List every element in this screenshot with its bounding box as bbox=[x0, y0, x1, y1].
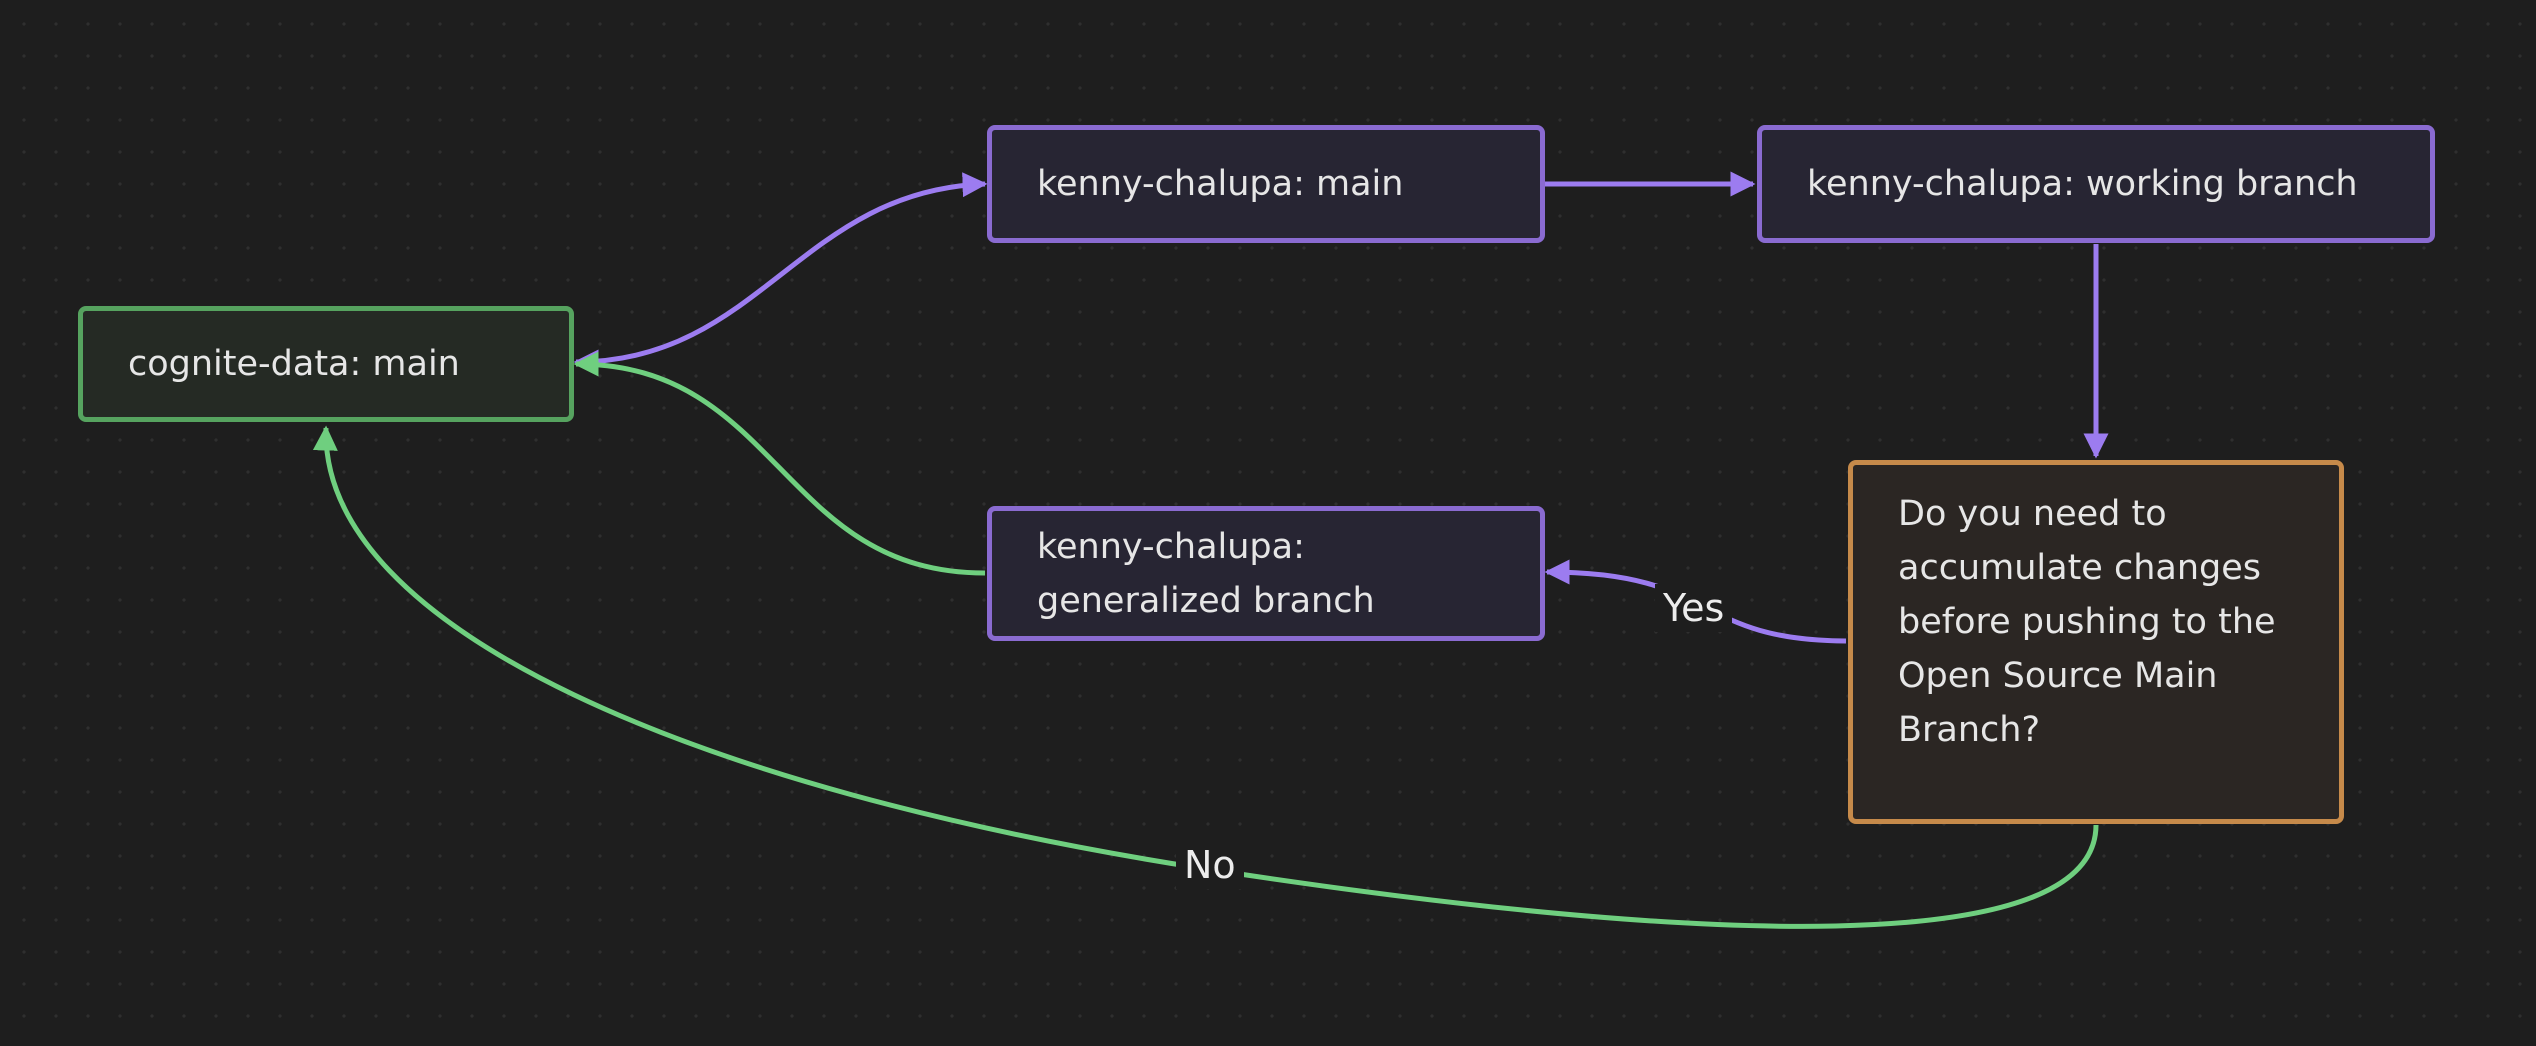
node-kenny-chalupa-working-branch[interactable]: kenny-chalupa: working branch bbox=[1757, 125, 2435, 243]
node-kenny-chalupa-working-branch-label: kenny-chalupa: working branch bbox=[1807, 164, 2358, 204]
edge-generalized-to-cognite-main bbox=[573, 351, 986, 576]
edge-kenny-main-to-cognite-main bbox=[573, 172, 988, 375]
node-kenny-chalupa-generalized-branch-label: kenny-chalupa: generalized branch bbox=[1037, 526, 1375, 621]
node-decision[interactable]: Do you need to accumulate changes before… bbox=[1848, 460, 2344, 824]
edge-label-yes: Yes bbox=[1655, 584, 1733, 632]
node-decision-label: Do you need to accumulate changes before… bbox=[1898, 494, 2276, 750]
node-kenny-chalupa-main[interactable]: kenny-chalupa: main bbox=[987, 125, 1545, 243]
node-kenny-chalupa-generalized-branch[interactable]: kenny-chalupa: generalized branch bbox=[987, 506, 1545, 641]
node-cognite-data-main[interactable]: cognite-data: main bbox=[78, 306, 574, 422]
node-cognite-data-main-label: cognite-data: main bbox=[128, 344, 460, 384]
edge-label-no: No bbox=[1176, 841, 1244, 889]
node-kenny-chalupa-main-label: kenny-chalupa: main bbox=[1037, 164, 1404, 204]
